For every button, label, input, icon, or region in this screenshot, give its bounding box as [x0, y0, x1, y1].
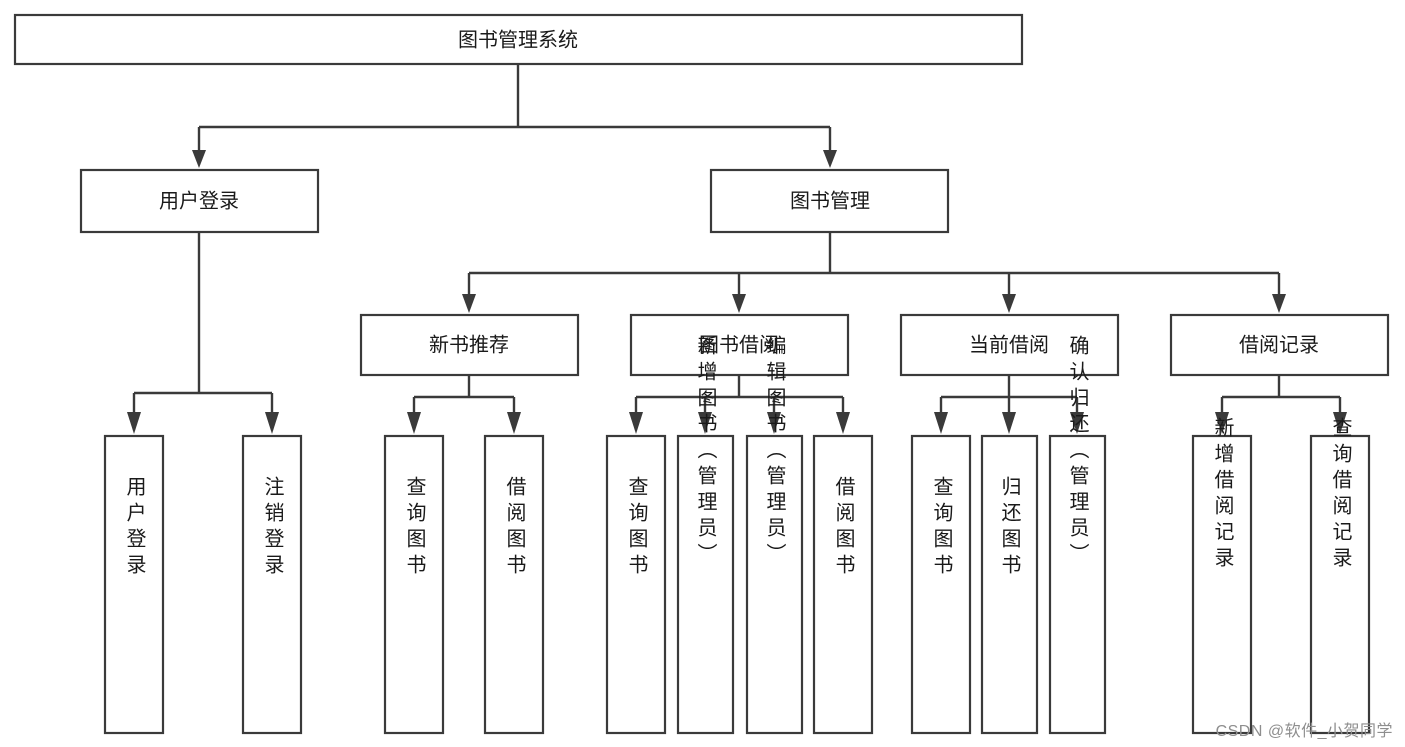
leaf-current-query-label: 查询图书 [930, 476, 953, 580]
node-root-box[interactable] [13, 13, 1024, 66]
leaf-logout-box[interactable] [241, 434, 303, 735]
node-new-book-label: 新书推荐 [429, 333, 509, 356]
leaf-new-book-query[interactable]: 查询图书 [383, 434, 445, 735]
arrowhead-root-to-user-login [192, 150, 206, 168]
node-current-borrow-label: 当前借阅 [969, 333, 1049, 356]
leaf-record-add-label: 新增借阅记录 [1211, 417, 1234, 573]
leaf-book-add-label: 新增图书（管理员） [694, 335, 717, 569]
leaf-logout[interactable]: 注销登录 [241, 434, 303, 735]
arrowhead-current-borrow-to-leaf1 [934, 412, 948, 434]
leaf-record-add[interactable]: 新增借阅记录 [1191, 417, 1253, 735]
arrowhead-current-borrow-to-leaf3 [1070, 412, 1084, 434]
node-book-borrow-box[interactable] [629, 313, 850, 377]
leaf-current-confirm[interactable]: 确认归还（管理员） [1048, 335, 1107, 735]
node-book-mgmt-box[interactable] [709, 168, 950, 234]
leaf-user-login-box[interactable] [103, 434, 165, 735]
leaf-book-add[interactable]: 新增图书（管理员） [676, 335, 735, 735]
node-new-book-box[interactable] [359, 313, 580, 377]
node-borrow-record-label: 借阅记录 [1239, 333, 1319, 356]
arrowhead-user-login-to-leaf1 [127, 412, 141, 434]
node-borrow-record-box[interactable] [1169, 313, 1390, 377]
leaf-user-login-label: 用户登录 [123, 476, 146, 580]
arrowhead-book-borrow-to-leaf4 [836, 412, 850, 434]
leaf-current-confirm-box[interactable] [1048, 434, 1107, 735]
node-root-label: 图书管理系统 [458, 28, 578, 51]
leaf-new-book-borrow-label: 借阅图书 [503, 476, 526, 580]
node-book-borrow[interactable]: 图书借阅 [629, 313, 850, 377]
node-current-borrow[interactable]: 当前借阅 [899, 313, 1120, 377]
leaf-new-book-query-label: 查询图书 [403, 476, 426, 580]
node-borrow-record[interactable]: 借阅记录 [1169, 313, 1390, 377]
leaf-user-login[interactable]: 用户登录 [103, 434, 165, 735]
leaf-new-book-query-box[interactable] [383, 434, 445, 735]
arrowhead-book-mgmt-to-new-book [462, 294, 476, 313]
arrowhead-book-borrow-to-leaf2 [698, 412, 712, 434]
leaf-book-edit-box[interactable] [745, 434, 804, 735]
leaf-book-add-box[interactable] [676, 434, 735, 735]
leaf-current-query[interactable]: 查询图书 [910, 434, 972, 735]
leaf-book-borrow-action[interactable]: 借阅图书 [812, 434, 874, 735]
leaf-record-query-box[interactable] [1309, 434, 1371, 735]
leaf-current-query-box[interactable] [910, 434, 972, 735]
node-book-mgmt[interactable]: 图书管理 [709, 168, 950, 234]
node-book-mgmt-label: 图书管理 [790, 189, 870, 212]
leaf-record-query-label: 查询借阅记录 [1329, 417, 1352, 573]
leaf-new-book-borrow[interactable]: 借阅图书 [483, 434, 545, 735]
connector-layer [127, 64, 1347, 434]
node-user-login[interactable]: 用户登录 [79, 168, 320, 234]
leaf-logout-label: 注销登录 [261, 476, 284, 580]
node-book-borrow-label: 图书借阅 [699, 333, 779, 356]
arrowhead-book-borrow-to-leaf3 [767, 412, 781, 434]
leaf-record-add-box[interactable] [1191, 434, 1253, 735]
arrowhead-book-mgmt-to-borrow-record [1272, 294, 1286, 313]
arrowhead-book-mgmt-to-book-borrow [732, 294, 746, 313]
arrowhead-book-borrow-to-leaf1 [629, 412, 643, 434]
leaf-book-borrow-query-label: 查询图书 [625, 476, 648, 580]
leaf-new-book-borrow-box[interactable] [483, 434, 545, 735]
leaf-current-confirm-label: 确认归还（管理员） [1066, 335, 1089, 569]
arrowhead-root-to-book-mgmt [823, 150, 837, 168]
leaf-book-borrow-query[interactable]: 查询图书 [605, 434, 667, 735]
leaf-book-edit-label: 编辑图书（管理员） [763, 335, 786, 569]
leaf-book-borrow-query-box[interactable] [605, 434, 667, 735]
leaf-current-return-label: 归还图书 [998, 476, 1021, 580]
arrowhead-book-mgmt-to-current-borrow [1002, 294, 1016, 313]
node-user-login-box[interactable] [79, 168, 320, 234]
arrowhead-new-book-to-leaf2 [507, 412, 521, 434]
leaf-book-borrow-action-label: 借阅图书 [832, 476, 855, 580]
node-new-book[interactable]: 新书推荐 [359, 313, 580, 377]
arrowhead-new-book-to-leaf1 [407, 412, 421, 434]
leaf-book-edit[interactable]: 编辑图书（管理员） [745, 335, 804, 735]
leaf-record-query[interactable]: 查询借阅记录 [1309, 417, 1371, 735]
leaf-book-borrow-action-box[interactable] [812, 434, 874, 735]
arrowhead-current-borrow-to-leaf2 [1002, 412, 1016, 434]
node-user-login-label: 用户登录 [159, 189, 239, 212]
arrowhead-borrow-record-to-leaf2 [1333, 412, 1347, 434]
arrowhead-borrow-record-to-leaf1 [1215, 412, 1229, 434]
node-current-borrow-box[interactable] [899, 313, 1120, 377]
arrowhead-user-login-to-leaf2 [265, 412, 279, 434]
leaf-current-return-box[interactable] [980, 434, 1039, 735]
node-root[interactable]: 图书管理系统 [13, 13, 1024, 66]
leaf-current-return[interactable]: 归还图书 [980, 434, 1039, 735]
